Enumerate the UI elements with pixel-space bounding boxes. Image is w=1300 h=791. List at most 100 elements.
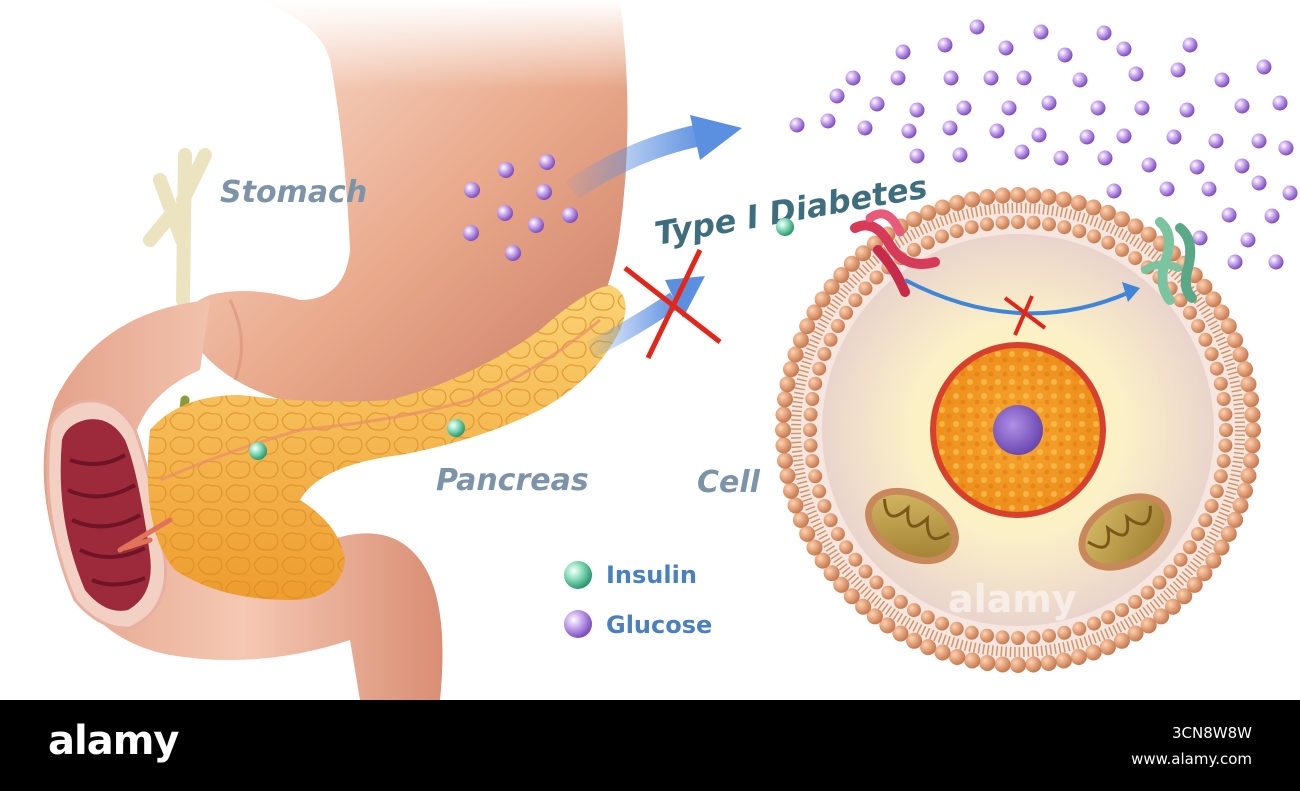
glucose-molecule — [1278, 140, 1294, 156]
membrane-bead — [1055, 191, 1072, 208]
glucose-molecule — [1251, 133, 1267, 149]
membrane-bead — [964, 191, 981, 208]
membrane-bead — [907, 603, 921, 618]
membrane-bead — [1140, 226, 1157, 243]
signal-arrow — [904, 278, 1140, 316]
membrane-bead — [823, 332, 838, 347]
glucose-molecule — [1097, 150, 1113, 166]
membrane-bead — [893, 594, 908, 609]
membrane-bead — [1026, 630, 1041, 645]
membrane-bead — [1099, 204, 1116, 221]
membrane-bead — [949, 224, 964, 239]
membrane-bead — [964, 625, 979, 640]
blocked-cross-icon — [623, 248, 722, 360]
membrane-bead — [799, 525, 816, 542]
membrane-bead — [1237, 361, 1253, 378]
membrane-bead — [1070, 649, 1087, 665]
membrane-bead — [855, 598, 872, 615]
membrane-bead — [1025, 656, 1042, 673]
stomach-label: Stomach — [220, 175, 367, 210]
glucose-molecule — [983, 70, 999, 86]
membrane-bead — [799, 318, 816, 335]
signal-blocked-cross-icon — [1003, 295, 1047, 336]
glucose-molecule — [1221, 207, 1237, 223]
membrane-bead — [1010, 187, 1026, 203]
legend-item-insulin: Insulin — [564, 561, 697, 589]
glucose-molecule — [1179, 102, 1195, 118]
membrane-bead — [1087, 616, 1101, 631]
membrane-bead — [775, 406, 792, 423]
glucose-molecule — [1079, 129, 1095, 145]
membrane-bead — [1152, 575, 1167, 590]
membrane-bead — [1085, 644, 1102, 661]
membrane-bead — [1115, 603, 1129, 618]
glucose-molecule — [1272, 95, 1288, 111]
membrane-bead — [787, 346, 804, 363]
cell-label: Cell — [697, 465, 761, 500]
membrane-bead — [843, 588, 860, 605]
glucose-molecule — [909, 102, 925, 118]
legend: Insulin Glucose — [564, 561, 712, 639]
membrane-bead — [1127, 625, 1144, 642]
glucose-molecule — [1201, 181, 1217, 197]
membrane-bead — [814, 552, 831, 569]
glucose-molecule — [1116, 128, 1132, 144]
cell — [775, 187, 1261, 673]
membrane-bead — [1153, 608, 1170, 625]
membrane-bead — [1213, 539, 1230, 556]
membrane-bead — [792, 332, 809, 349]
membrane-bead — [1198, 332, 1213, 347]
membrane-bead — [823, 278, 840, 295]
glucose-molecule — [1240, 232, 1256, 248]
membrane-bead — [1127, 218, 1144, 235]
glucose-molecule — [1014, 144, 1030, 160]
duodenum — [43, 300, 443, 700]
membrane-bead — [1055, 652, 1072, 669]
membrane-bead — [1213, 376, 1228, 391]
membrane-bead — [1042, 628, 1056, 643]
membrane-bead — [1240, 467, 1257, 484]
membrane-bead — [1113, 211, 1130, 228]
membrane-bead — [869, 575, 884, 590]
footer-url[interactable]: www.alamy.com — [1131, 750, 1252, 768]
membrane-bead — [1115, 242, 1129, 257]
membrane-bead — [1163, 564, 1178, 579]
cell-membrane-outer — [775, 187, 1261, 673]
membrane-bead — [839, 540, 854, 555]
membrane-bead — [1173, 552, 1188, 567]
membrane-bead — [1196, 278, 1213, 295]
glucose-molecule — [1182, 37, 1198, 53]
membrane-bead — [920, 235, 935, 250]
glucose-molecule — [829, 88, 845, 104]
membrane-bead — [812, 361, 827, 376]
footer-brand-logo[interactable]: alamy — [48, 718, 179, 764]
membrane-bead — [1218, 407, 1233, 422]
mitochondrion-left — [865, 487, 959, 565]
membrane-bead — [1176, 588, 1193, 605]
membrane-bead — [866, 608, 883, 625]
membrane-bead — [995, 215, 1010, 230]
pancreas-shape — [117, 285, 626, 600]
glucose-molecule — [1214, 72, 1230, 88]
glucose-flow-arrow — [565, 115, 742, 200]
glucose-molecule — [895, 44, 911, 60]
membrane-bead — [1240, 376, 1257, 393]
glucose-molecule — [901, 123, 917, 139]
glucose-molecule — [845, 70, 861, 86]
glucose-molecule — [1251, 175, 1267, 191]
membrane-bead — [783, 361, 799, 378]
membrane-bead — [817, 347, 832, 361]
glucose-molecule — [952, 147, 968, 163]
membrane-bead — [1204, 347, 1219, 361]
glucose-molecule — [937, 37, 953, 53]
membrane-bead — [980, 217, 994, 232]
membrane-bead — [1040, 655, 1057, 671]
membrane-bead — [843, 255, 860, 272]
membrane-bead — [803, 438, 818, 453]
membrane-bead — [1101, 235, 1116, 250]
membrane-bead — [935, 229, 949, 244]
membrane-bead — [920, 639, 937, 656]
membrane-bead — [1213, 469, 1228, 484]
membrane-bead — [1227, 511, 1244, 528]
